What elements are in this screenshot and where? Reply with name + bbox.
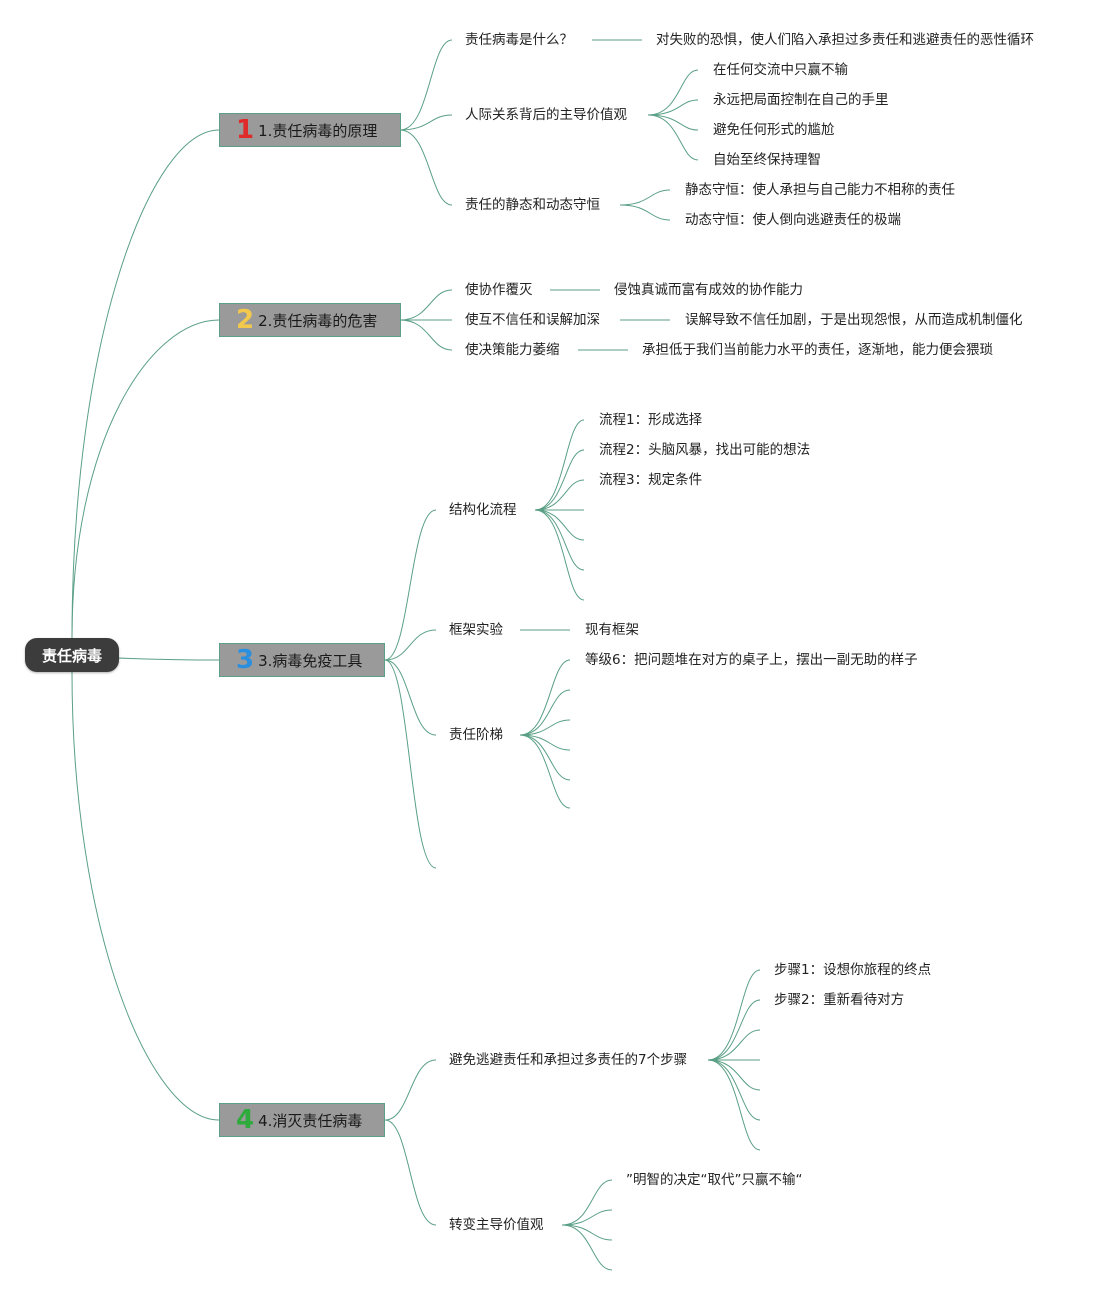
topic-b4-c1-item-1[interactable]: 步骤1：设想你旅程的终点 (774, 962, 932, 978)
topic-b1-c3[interactable]: 责任的静态和动态守恒 (465, 197, 600, 213)
topic-b3-c1-item-3[interactable]: 流程3：规定条件 (599, 472, 703, 488)
number-1-icon: 1 (236, 115, 255, 145)
topic-b4-c2-item-1[interactable]: ”明智的决定“取代”只赢不输“ (626, 1172, 803, 1188)
topic-b1-c1-leaf[interactable]: 对失败的恐惧，使人们陷入承担过多责任和逃避责任的恶性循环 (656, 32, 1034, 48)
topic-b4-c1-item-2[interactable]: 步骤2：重新看待对方 (774, 992, 905, 1008)
topic-b1-c2-item-1[interactable]: 在任何交流中只赢不输 (713, 62, 848, 78)
branch-label: 3.病毒免疫工具 (258, 651, 363, 670)
topic-b3-c1-item-1[interactable]: 流程1：形成选择 (599, 412, 703, 428)
topic-b2-c2-leaf[interactable]: 误解导致不信任加剧，于是出现怨恨，从而造成机制僵化 (685, 312, 1023, 328)
topic-b1-c2-item-2[interactable]: 永远把局面控制在自己的手里 (713, 92, 889, 108)
topic-b2-c1[interactable]: 使协作覆灭 (465, 282, 533, 298)
branch-label: 4.消灭责任病毒 (258, 1111, 363, 1130)
branch-node-1[interactable]: 1 1.责任病毒的原理 (219, 113, 401, 147)
branch-node-2[interactable]: 2 2.责任病毒的危害 (219, 303, 401, 337)
branch-label: 2.责任病毒的危害 (258, 311, 378, 330)
topic-b4-c1[interactable]: 避免逃避责任和承担过多责任的7个步骤 (449, 1052, 688, 1068)
branch-node-3[interactable]: 3 3.病毒免疫工具 (219, 643, 385, 677)
topic-b2-c2[interactable]: 使互不信任和误解加深 (465, 312, 600, 328)
root-node[interactable]: 责任病毒 (25, 638, 119, 672)
topic-b1-c2[interactable]: 人际关系背后的主导价值观 (465, 107, 627, 123)
topic-b1-c2-item-4[interactable]: 自始至终保持理智 (713, 152, 821, 168)
topic-b3-c3-item-1[interactable]: 等级6：把问题堆在对方的桌子上，摆出一副无助的样子 (585, 652, 918, 668)
topic-b1-c1[interactable]: 责任病毒是什么？ (465, 32, 573, 48)
link-root-b1 (71, 129, 220, 639)
branch-node-4[interactable]: 4 4.消灭责任病毒 (219, 1103, 385, 1137)
topic-b1-c3-item-2[interactable]: 动态守恒：使人倒向逃避责任的极端 (685, 212, 901, 228)
number-3-icon: 3 (236, 645, 255, 675)
number-2-icon: 2 (236, 305, 255, 335)
link-root-b3 (117, 657, 220, 661)
topic-b2-c3-leaf[interactable]: 承担低于我们当前能力水平的责任，逐渐地，能力便会猥琐 (642, 342, 993, 358)
topic-b1-c3-item-1[interactable]: 静态守恒：使人承担与自己能力不相称的责任 (685, 182, 955, 198)
topic-b4-c2[interactable]: 转变主导价值观 (449, 1217, 544, 1233)
topic-b2-c1-leaf[interactable]: 侵蚀真诚而富有成效的协作能力 (614, 282, 803, 298)
link-root-b2 (71, 319, 220, 639)
topic-b3-c2-leaf[interactable]: 现有框架 (585, 622, 639, 638)
number-4-icon: 4 (236, 1105, 255, 1135)
topic-b3-c1[interactable]: 结构化流程 (449, 502, 517, 518)
topic-b3-c2[interactable]: 框架实验 (449, 622, 503, 638)
topic-b3-c1-item-2[interactable]: 流程2：头脑风暴，找出可能的想法 (599, 442, 811, 458)
branch-label: 1.责任病毒的原理 (258, 121, 378, 140)
topic-b1-c2-item-3[interactable]: 避免任何形式的尴尬 (713, 122, 835, 138)
link-root-b4 (71, 671, 220, 1121)
topic-b3-c3[interactable]: 责任阶梯 (449, 727, 503, 743)
topic-b2-c3[interactable]: 使决策能力萎缩 (465, 342, 560, 358)
